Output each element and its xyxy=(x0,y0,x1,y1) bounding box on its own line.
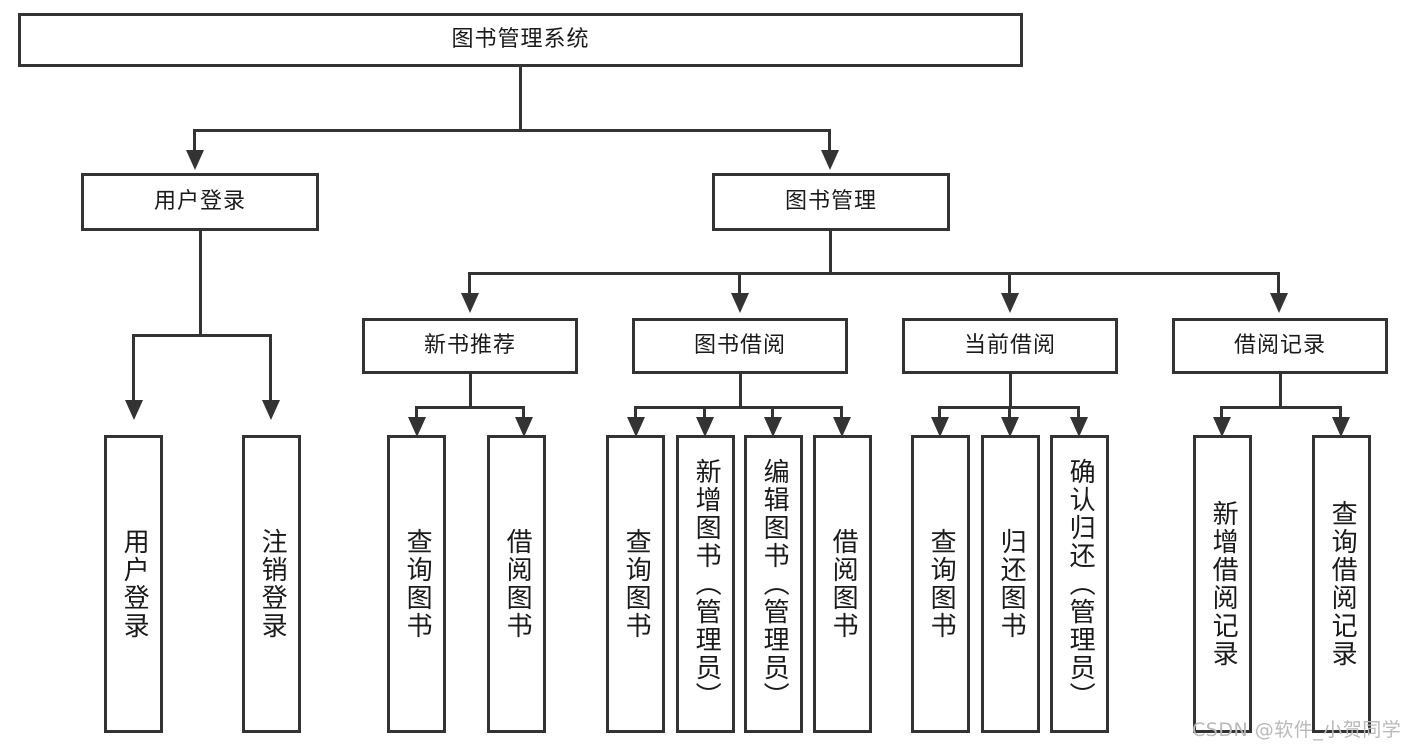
node-leaf-borrow-book-nbr[interactable]: 借阅图书 xyxy=(487,435,546,733)
node-label: 用户登录 xyxy=(119,528,150,640)
connector-cb-drop-1 xyxy=(938,406,941,420)
connector-nbr-drop-1 xyxy=(415,406,418,420)
connector-bb-drop-2 xyxy=(703,406,706,420)
node-label: 借阅图书 xyxy=(502,528,533,640)
connector-level2-drop-book-management xyxy=(828,129,831,153)
node-label: 查询图书 xyxy=(621,528,652,640)
node-leaf-add-book[interactable]: 新增图书（管理员） xyxy=(676,435,735,733)
arrow-leaf-borrow-book-nbr xyxy=(515,417,533,437)
node-label: 图书管理 xyxy=(784,188,877,214)
arrow-level3-current-borrow xyxy=(1001,293,1019,313)
node-leaf-query-book-nbr[interactable]: 查询图书 xyxy=(387,435,446,733)
node-leaf-add-record[interactable]: 新增借阅记录 xyxy=(1193,435,1252,733)
node-label: 确认归还（管理员） xyxy=(1065,458,1096,710)
arrow-leaf-query-book-cb xyxy=(931,417,949,437)
node-leaf-confirm-return[interactable]: 确认归还（管理员） xyxy=(1050,435,1109,733)
connector-user-login-stem xyxy=(199,231,202,336)
node-leaf-edit-book[interactable]: 编辑图书（管理员） xyxy=(744,435,803,733)
node-leaf-borrow-book-bb[interactable]: 借阅图书 xyxy=(813,435,872,733)
connector-bb-drop-3 xyxy=(771,406,774,420)
arrow-level3-book-borrow xyxy=(731,293,749,313)
connector-book-borrow-stem xyxy=(739,374,742,408)
node-book-borrow[interactable]: 图书借阅 xyxy=(632,318,848,374)
connector-level3-drop-2 xyxy=(738,272,741,296)
connector-new-book-recommend-stem xyxy=(469,374,472,408)
connector-book-management-stem xyxy=(829,231,832,274)
connector-user-login-drop-2 xyxy=(269,334,272,402)
node-label: 新书推荐 xyxy=(423,332,516,358)
arrow-leaf-query-book-nbr xyxy=(408,417,426,437)
node-leaf-return-book[interactable]: 归还图书 xyxy=(981,435,1040,733)
connector-level3-bus xyxy=(468,272,1280,275)
arrow-leaf-edit-book xyxy=(764,417,782,437)
connector-level3-drop-3 xyxy=(1008,272,1011,296)
arrow-level3-new-book-recommend xyxy=(461,293,479,313)
connector-br-drop-1 xyxy=(1220,406,1223,420)
node-root-book-management-system[interactable]: 图书管理系统 xyxy=(18,13,1023,67)
node-label: 查询图书 xyxy=(926,528,957,640)
node-label: 借阅图书 xyxy=(828,528,859,640)
arrow-leaf-confirm-return xyxy=(1070,417,1088,437)
node-borrow-record[interactable]: 借阅记录 xyxy=(1172,318,1388,374)
connector-user-login-bus xyxy=(132,334,272,337)
connector-bb-drop-4 xyxy=(840,406,843,420)
node-leaf-user-login[interactable]: 用户登录 xyxy=(104,435,163,733)
arrow-leaf-query-record xyxy=(1332,417,1350,437)
node-book-management[interactable]: 图书管理 xyxy=(712,173,950,231)
arrow-leaf-query-book-bb xyxy=(627,417,645,437)
watermark-csdn: CSDN @软件_小贺同学 xyxy=(1192,719,1402,741)
connector-book-borrow-bus xyxy=(634,406,843,409)
connector-user-login-drop-1 xyxy=(132,334,135,402)
node-label: 注销登录 xyxy=(257,528,288,640)
arrow-leaf-return-book xyxy=(1001,417,1019,437)
node-new-book-recommend[interactable]: 新书推荐 xyxy=(362,318,578,374)
connector-bb-drop-1 xyxy=(634,406,637,420)
arrow-leaf-borrow-book-bb xyxy=(833,417,851,437)
arrow-leaf-add-record xyxy=(1213,417,1231,437)
node-label: 编辑图书（管理员） xyxy=(759,458,790,710)
node-leaf-query-book-cb[interactable]: 查询图书 xyxy=(911,435,970,733)
connector-cb-drop-2 xyxy=(1008,406,1011,420)
connector-br-drop-2 xyxy=(1339,406,1342,420)
connector-root-stem xyxy=(519,67,522,129)
node-label: 图书管理系统 xyxy=(451,26,590,52)
connector-level3-drop-4 xyxy=(1277,272,1280,296)
connector-level2-drop-user-login xyxy=(193,129,196,153)
node-leaf-query-book-bb[interactable]: 查询图书 xyxy=(606,435,665,733)
node-label: 用户登录 xyxy=(153,188,246,214)
arrow-leaf-add-book xyxy=(696,417,714,437)
arrow-level2-user-login xyxy=(186,150,204,170)
connector-cb-drop-3 xyxy=(1077,406,1080,420)
node-label: 归还图书 xyxy=(996,528,1027,640)
node-label: 查询借阅记录 xyxy=(1327,500,1358,668)
node-user-login[interactable]: 用户登录 xyxy=(81,173,319,231)
node-current-borrow[interactable]: 当前借阅 xyxy=(902,318,1118,374)
connector-nbr-drop-2 xyxy=(522,406,525,420)
connector-level3-drop-1 xyxy=(468,272,471,296)
node-label: 当前借阅 xyxy=(963,332,1056,358)
connector-level2-bus xyxy=(193,129,831,132)
node-leaf-logout[interactable]: 注销登录 xyxy=(242,435,301,733)
arrow-level2-book-management xyxy=(821,150,839,170)
node-label: 新增图书（管理员） xyxy=(691,458,722,710)
connector-current-borrow-stem xyxy=(1009,374,1012,408)
node-label: 图书借阅 xyxy=(693,332,786,358)
node-label: 查询图书 xyxy=(402,528,433,640)
connector-new-book-recommend-bus xyxy=(415,406,525,409)
arrow-leaf-user-login xyxy=(125,400,143,420)
node-leaf-query-record[interactable]: 查询借阅记录 xyxy=(1312,435,1371,733)
node-label: 新增借阅记录 xyxy=(1208,500,1239,668)
connector-borrow-record-stem xyxy=(1279,374,1282,408)
connector-borrow-record-bus xyxy=(1220,406,1342,409)
arrow-leaf-logout xyxy=(262,400,280,420)
node-label: 借阅记录 xyxy=(1233,332,1326,358)
arrow-level3-borrow-record xyxy=(1270,293,1288,313)
